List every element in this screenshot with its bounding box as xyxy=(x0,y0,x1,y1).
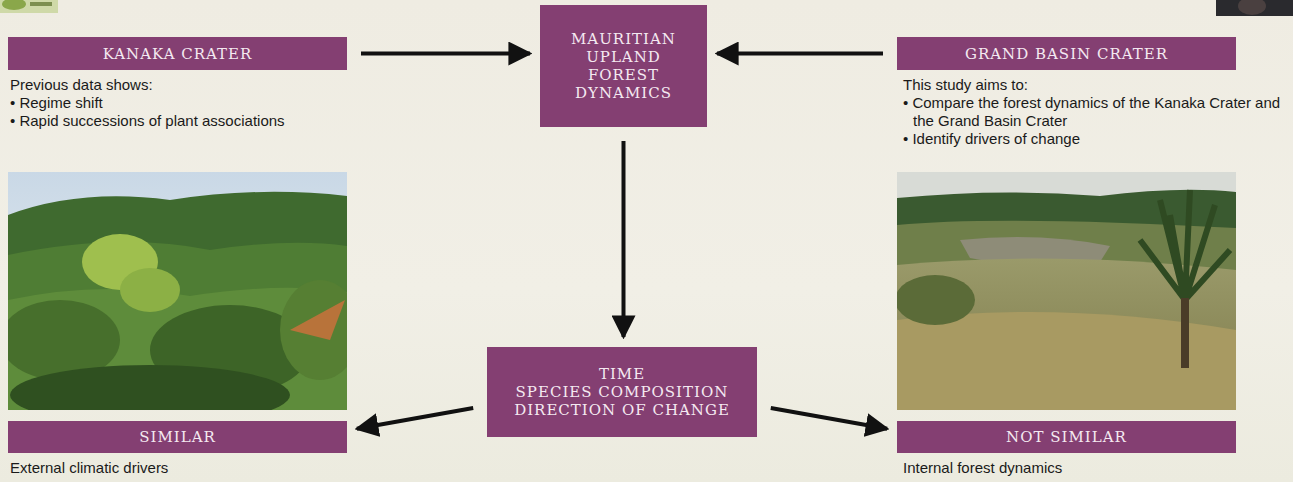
flow-arrow xyxy=(717,52,883,56)
grand-basin-photo xyxy=(895,172,1236,410)
logo-island xyxy=(2,0,26,10)
red-leaf xyxy=(290,300,345,340)
criteria-box: TIMESPECIES COMPOSITIONDIRECTION OF CHAN… xyxy=(487,347,757,437)
box-text: SPECIES COMPOSITION xyxy=(516,383,729,401)
box-text: NOT SIMILAR xyxy=(1006,428,1127,446)
note-text: Previous data shows: xyxy=(10,76,340,94)
note-text: • Compare the forest dynamics of the Kan… xyxy=(903,94,1293,130)
note-text: External climatic drivers xyxy=(10,459,340,477)
flow-arrow xyxy=(357,408,473,429)
box-text: MAURITIAN UPLAND FOREST DYNAMICS xyxy=(564,30,683,102)
pandanus-trunk xyxy=(1181,298,1189,368)
site-band: KANAKA CRATER xyxy=(8,37,347,70)
foreground-shrub xyxy=(280,280,347,380)
flow-arrow xyxy=(771,408,887,429)
flow-arrow xyxy=(622,141,626,337)
box-text: KANAKA CRATER xyxy=(103,45,253,63)
outcome-band: SIMILAR xyxy=(8,421,347,453)
pandanus-plant xyxy=(1140,190,1230,300)
note-text: Internal forest dynamics xyxy=(903,459,1233,477)
box-text: GRAND BASIN CRATER xyxy=(965,45,1168,63)
note-text: • Regime shift xyxy=(10,94,340,112)
video-thumbnail xyxy=(1216,0,1293,16)
topic-box: MAURITIAN UPLAND FOREST DYNAMICS xyxy=(540,5,707,127)
logo xyxy=(0,0,58,13)
foreground-foliage xyxy=(10,365,290,410)
shrub xyxy=(897,275,975,325)
site-band: GRAND BASIN CRATER xyxy=(897,37,1236,70)
flow-arrow xyxy=(361,52,530,56)
note-text: • Rapid successions of plant association… xyxy=(10,112,350,130)
note-text: • Identify drivers of change xyxy=(903,130,1283,148)
box-text: TIME xyxy=(599,365,645,383)
box-text: DIRECTION OF CHANGE xyxy=(514,401,730,419)
box-text: SIMILAR xyxy=(139,428,216,446)
tree-crown xyxy=(120,268,180,312)
outcome-band: NOT SIMILAR xyxy=(897,421,1236,453)
thumbnail-figure xyxy=(1238,0,1266,15)
logo-mark xyxy=(30,2,52,6)
kanaka-photo xyxy=(0,172,360,425)
note-text: This study aims to: xyxy=(903,76,1283,94)
